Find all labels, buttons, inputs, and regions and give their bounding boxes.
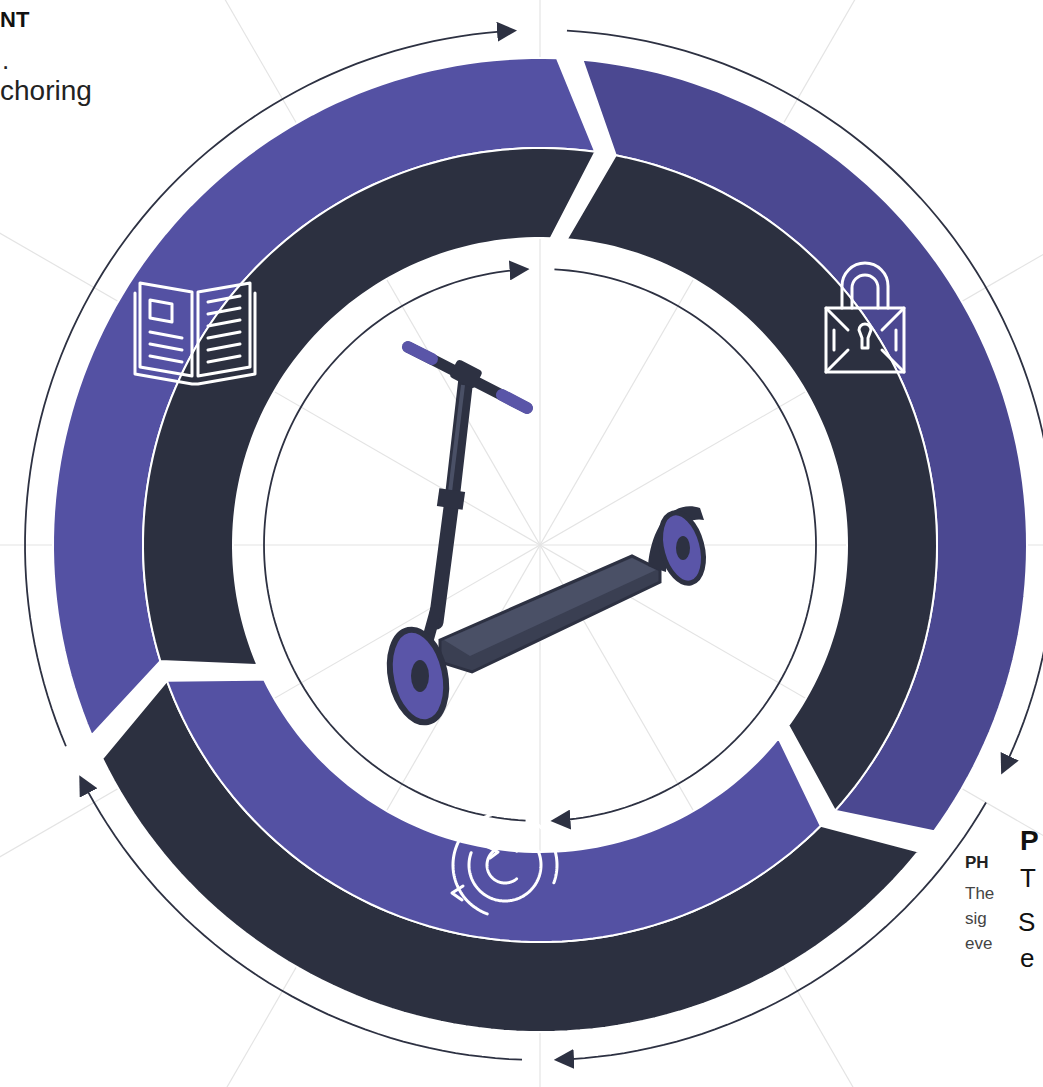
scooter-grip — [502, 395, 527, 408]
phase-band-inner — [567, 155, 937, 810]
phase-text-fragment: PH — [965, 854, 989, 873]
phase-text-fragment: choring — [0, 76, 92, 107]
book-icon — [135, 283, 255, 384]
lock-icon — [842, 263, 888, 308]
scooter-stem — [436, 378, 466, 622]
scooter-stem-highlight — [449, 385, 463, 500]
cycle-ring-arrow — [554, 269, 816, 820]
phase-text-fragment: The — [965, 885, 994, 904]
scooter-handlebar — [408, 347, 527, 408]
swirl-icon — [487, 847, 517, 883]
swirl-icon — [453, 813, 557, 914]
phase-text-fragment: NT — [0, 8, 29, 32]
phase-text-fragment: . — [2, 46, 9, 75]
scooter-rear-hub — [676, 536, 690, 560]
phase-band-inner — [143, 148, 595, 665]
grid-line — [90, 0, 990, 1087]
phase-band-inner — [167, 680, 821, 942]
grid-line — [90, 0, 990, 1087]
book-icon — [150, 296, 240, 362]
scooter-front-hub — [411, 660, 429, 692]
lock-icon — [826, 308, 904, 372]
scooter-clamp — [449, 359, 483, 390]
phase-text-fragment: P — [1020, 826, 1039, 857]
phase-text-fragment: eve — [965, 935, 992, 954]
swirl-icon — [469, 831, 541, 901]
swirl-icon — [452, 832, 556, 900]
phase-text-fragment: S — [1018, 908, 1035, 937]
scooter-collar — [437, 488, 465, 509]
phase-text-fragment: T — [1020, 864, 1036, 893]
scooter-front-wheel — [382, 624, 454, 727]
scooter-deck-top — [444, 558, 656, 656]
scooter-grip — [408, 347, 432, 359]
scooter-rear-wheel — [653, 508, 710, 588]
phase-text-fragment: e — [1020, 944, 1034, 973]
lock-icon — [826, 308, 904, 372]
phase-text-fragment: sig — [965, 910, 987, 929]
cycle-ring-arrow — [264, 269, 526, 820]
scooter-deck — [440, 556, 660, 672]
